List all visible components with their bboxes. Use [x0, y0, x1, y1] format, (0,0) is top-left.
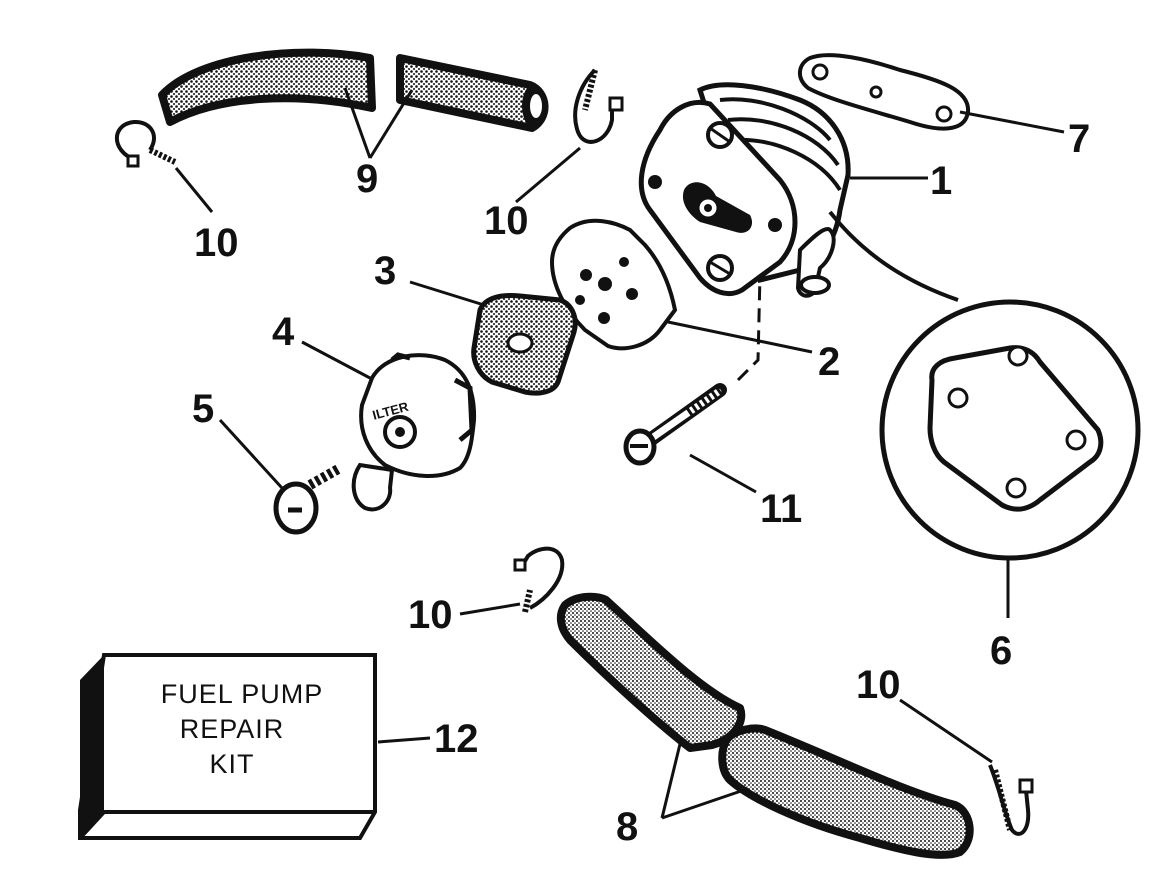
filter-cover-screw [273, 463, 343, 535]
callout-11: 11 [760, 487, 802, 531]
leader-lines [174, 87, 1065, 820]
callout-4: 4 [272, 310, 295, 354]
kit-label-line-1: FUEL PUMP [161, 679, 324, 709]
hose-clamp-upper-middle [573, 68, 624, 144]
pump-diaphragm [549, 218, 678, 351]
callout-10-lower-middle: 10 [408, 593, 453, 637]
callout-1: 1 [930, 159, 952, 203]
callout-7: 7 [1068, 117, 1090, 161]
callout-12: 12 [434, 717, 479, 761]
gasket-detail-view [828, 210, 1141, 561]
hose-clamp-upper-left [115, 119, 177, 168]
callout-numbers: 1 2 3 4 5 6 7 8 9 10 10 10 10 11 12 [192, 117, 1090, 849]
pump-gasket [798, 53, 971, 131]
callout-6: 6 [990, 629, 1012, 673]
callout-10-upper-middle: 10 [484, 199, 529, 243]
fuel-hose-lower [556, 592, 974, 859]
fuel-hose-upper [158, 48, 549, 132]
pump-mounting-screw [623, 274, 762, 466]
callout-9: 9 [356, 157, 378, 201]
repair-kit-box: FUEL PUMP REPAIR KIT [78, 653, 377, 840]
callout-3: 3 [374, 249, 396, 293]
filter-cover: ILTER [351, 352, 477, 512]
hose-clamp-lower-right [988, 764, 1034, 836]
fuel-pump-body [638, 82, 851, 298]
kit-label-line-3: KIT [209, 749, 254, 779]
hose-clamp-lower-middle [513, 546, 565, 613]
filter-screen [471, 293, 578, 396]
callout-8: 8 [616, 805, 638, 849]
callout-2: 2 [818, 340, 840, 384]
callout-5: 5 [192, 387, 214, 431]
callout-10-lower-right: 10 [856, 663, 901, 707]
callout-10-upper-left: 10 [194, 221, 239, 265]
kit-label-line-2: REPAIR [180, 714, 285, 744]
